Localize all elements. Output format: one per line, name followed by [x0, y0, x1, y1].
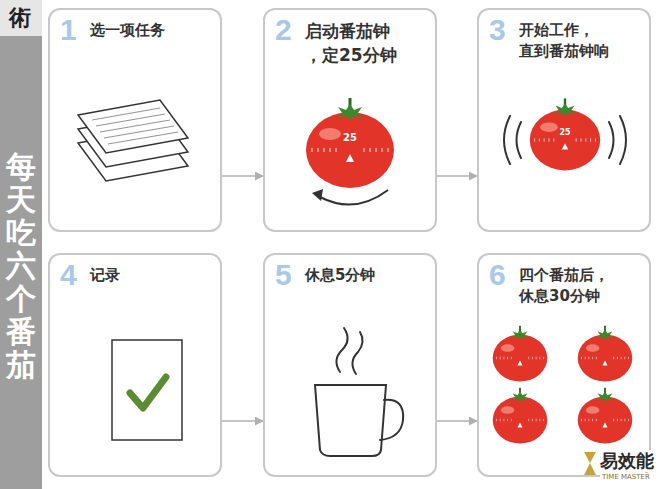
- watermark: 易效能: [598, 450, 656, 472]
- step-text: 记录: [90, 265, 220, 286]
- step-text: 休息5分钟: [305, 265, 435, 286]
- checked-document: [112, 340, 182, 440]
- step-text: 选一项任务: [90, 20, 220, 41]
- coffee-cup: [315, 328, 403, 456]
- step-number: 3: [489, 12, 506, 48]
- tomato-timer: [306, 98, 394, 205]
- dial-number: 25: [559, 128, 570, 138]
- step-number: 5: [275, 257, 292, 293]
- step-panel: 1 选一项任务: [48, 8, 222, 232]
- logo-mark: 術: [9, 5, 31, 31]
- step-number: 1: [60, 12, 77, 48]
- dial-number: 25: [343, 132, 357, 144]
- step-panel: 3 开始工作， 直到番茄钟响: [477, 8, 651, 232]
- flow-arrow: [437, 420, 477, 422]
- watermark-subtitle: TIME MASTER: [600, 473, 652, 481]
- step-text: 启动番茄钟 ，定25分钟: [305, 20, 403, 68]
- flow-arrow: [437, 175, 477, 177]
- four-tomatoes: [493, 326, 633, 444]
- step-text: 开始工作， 直到番茄钟响: [519, 20, 649, 62]
- step-number: 6: [489, 257, 506, 293]
- ringing-tomato: [504, 98, 626, 170]
- vertical-title: 每天吃六个番茄: [6, 150, 36, 381]
- side-strip: [0, 0, 42, 489]
- step-text: 四个番茄后， 休息30分钟: [519, 265, 649, 307]
- flow-arrow: [222, 175, 263, 177]
- step-panel: 2 启动番茄钟 ，定25分钟: [263, 8, 437, 232]
- step-number: 4: [60, 257, 77, 293]
- step-panel: 6 四个番茄后， 休息30分钟: [477, 253, 651, 477]
- step-panel: 4 记录: [48, 253, 222, 477]
- paper-stack: [78, 100, 188, 181]
- flow-arrow: [222, 420, 263, 422]
- step-number: 2: [275, 12, 292, 48]
- step-panel: 5 休息5分钟: [263, 253, 437, 477]
- watermark-icon: [584, 452, 596, 475]
